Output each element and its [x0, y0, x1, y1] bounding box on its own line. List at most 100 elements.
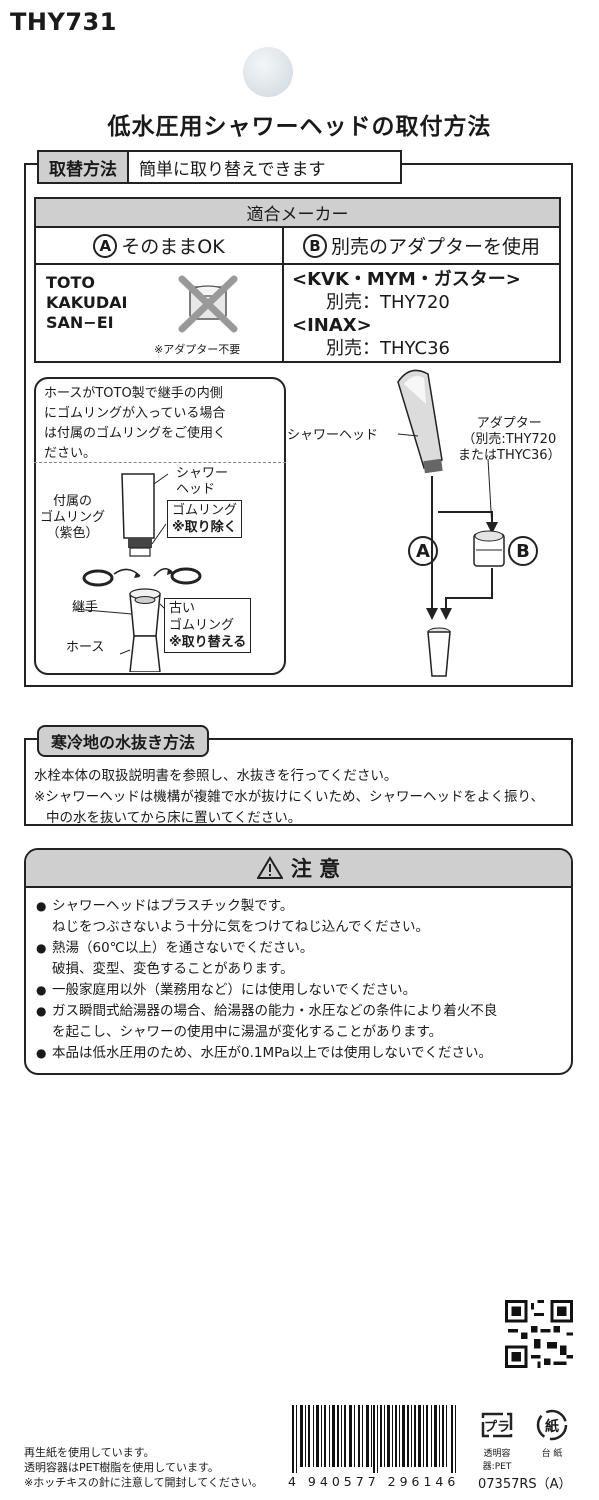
label-line: アダプター	[476, 416, 542, 431]
col-b-body: <KVK・MYM・ガスター> 別売：THY720 <INAX> 別売：THYC3…	[284, 265, 559, 361]
shower-pipe-ring	[128, 538, 152, 548]
adapter-label: アダプター （別売:THY720 またはTHYC36）	[458, 416, 561, 464]
paper-mark-text: 紙	[545, 1419, 559, 1435]
label-line: （別売:THY720	[462, 432, 557, 447]
makers-b-2: <INAX>	[292, 315, 372, 336]
label-line: シャワー	[176, 466, 229, 481]
rubber-ring-diagram	[73, 473, 202, 672]
instruction-line: ホースがTOTO製で継手の内側	[44, 386, 223, 401]
footer-line: 再生紙を使用しています。	[24, 1446, 155, 1459]
page-title: 低水圧用シャワーヘッドの取付方法	[107, 114, 492, 140]
plastic-mark-text: プラ	[483, 1420, 510, 1435]
caution-line: ねじをつぶさないよう十分に気をつけてねじ込んでください。	[52, 919, 430, 935]
warning-icon	[256, 856, 283, 879]
label-line: ヘッド	[176, 482, 216, 497]
plastic-label: 透明容器:PET	[482, 1449, 512, 1472]
paper-recycle-icon	[536, 1409, 568, 1441]
caution-line: を起こし、シャワーの使用中に湯温が変化することがあります。	[52, 1024, 443, 1040]
col-a-header: A そのままOK	[36, 228, 284, 263]
footer-line: ※ホッチキスの針に注意して開封してください。	[24, 1476, 263, 1489]
caution-section: 注 意 シャワーヘッドはプラスチック製です。 ねじをつぶさないよう十分に気をつけ…	[24, 848, 573, 1075]
hang-hole	[243, 47, 293, 97]
joint-label: 継手	[72, 600, 99, 615]
drain-tab: 寒冷地の水抜き方法	[37, 725, 210, 757]
qr-code	[505, 1300, 573, 1368]
caution-item: シャワーヘッドはプラスチック製です。 ねじをつぶさないよう十分に気をつけてねじ込…	[36, 896, 571, 938]
caution-line: シャワーヘッドはプラスチック製です。	[52, 898, 294, 914]
caution-line: ガス瞬間式給湯器の場合、給湯器の能力・水圧などの条件により着火不良	[52, 1003, 498, 1019]
label-line: ※取り除く	[172, 520, 237, 535]
caution-item: ガス瞬間式給湯器の場合、給湯器の能力・水圧などの条件により着火不良 を起こし、シ…	[36, 1001, 571, 1043]
instruction-line: にゴムリングが入っている場合	[44, 406, 226, 421]
drain-line: 水栓本体の取扱説明書を参照し、水抜きを行ってください。	[34, 768, 398, 784]
label-line: ゴムリング	[169, 618, 235, 633]
makers-b-1-sub: 別売：THY720	[326, 292, 450, 313]
plastic-recycle-mark: プラ 透明容器:PET	[472, 1408, 522, 1472]
maker-sanei: SAN−EI	[46, 313, 114, 332]
replace-ring-label: 古い ゴムリング ※取り替える	[164, 598, 252, 653]
remove-ring-label: ゴムリング ※取り除く	[167, 500, 243, 538]
circle-a-icon: A	[93, 233, 118, 258]
label-line: ゴムリング	[172, 503, 238, 518]
drain-text: 水栓本体の取扱説明書を参照し、水抜きを行ってください。 ※シャワーヘッドは機構が…	[34, 766, 564, 829]
instruction-line: は付属のゴムリングをご使用く	[44, 426, 227, 441]
label-line: ゴムリング	[40, 510, 106, 525]
route-a-icon: A	[408, 536, 438, 566]
caution-item: 一般家庭用以外（業務用など）には使用しないでください。	[36, 980, 571, 1001]
caution-item: 熱湯（60℃以上）を通さないでください。 破損、変型、変色することがあります。	[36, 938, 571, 980]
caution-header: 注 意	[26, 850, 571, 888]
paper-recycle-mark: 紙 台 紙	[530, 1408, 574, 1459]
footer-notes: 再生紙を使用しています。 透明容器はPET樹脂を使用しています。 ※ホッチキスの…	[24, 1445, 263, 1490]
tab-label-desc: 簡単に取り替えできます	[139, 159, 326, 180]
makers-b-1: <KVK・MYM・ガスター>	[292, 269, 521, 290]
barcode	[292, 1405, 456, 1473]
maker-kakudai: KAKUDAI	[46, 293, 128, 312]
rubber-ring-instruction-text: ホースがTOTO製で継手の内側 にゴムリングが入っている場合 は付属のゴムリング…	[44, 384, 276, 464]
label-line: またはTHYC36）	[458, 448, 561, 463]
compatibility-table: 適合メーカー A そのままOK B 別売のアダプターを使用 TOTO KAKUD…	[34, 197, 561, 363]
product-code: 07357RS（A）	[478, 1477, 572, 1492]
tab-label-method: 取替方法	[39, 152, 129, 182]
col-b-header: B 別売のアダプターを使用	[284, 228, 559, 263]
label-line: ※取り替える	[169, 635, 247, 650]
caution-title: 注 意	[290, 857, 341, 881]
drain-line: 中の水を抜いてから床に置いてください。	[46, 810, 302, 826]
maker-toto: TOTO	[46, 273, 96, 292]
caution-line: 破損、変型、変色することがあります。	[52, 961, 294, 977]
rubber-ring-instruction-box	[34, 377, 286, 675]
route-b-icon: B	[508, 536, 538, 566]
dashed-divider	[34, 462, 286, 463]
included-ring-icon	[82, 569, 114, 587]
installation-tab: 取替方法 簡単に取り替えできます	[37, 150, 402, 184]
table-header: 適合メーカー	[36, 199, 559, 228]
drain-line: ※シャワーヘッドは機構が複雑で水が抜けにくいため、シャワーヘッドをよく振り、	[34, 789, 545, 805]
no-adapter-note: ※アダプター不要	[154, 343, 241, 356]
model-number: THY731	[10, 8, 117, 36]
caution-line: 熱湯（60℃以上）を通さないでください。	[52, 940, 314, 956]
shower-head-label: シャワー ヘッド	[176, 466, 228, 498]
old-ring-icon	[170, 567, 202, 585]
shower-head-shape	[397, 369, 443, 470]
included-ring-label: 付属の ゴムリング （紫色）	[40, 494, 105, 542]
caution-item: 本品は低水圧用のため、水圧が0.1MPa以上では使用しないでください。	[36, 1043, 571, 1064]
shower-head-label-right: シャワーヘッド	[287, 428, 379, 443]
barcode-number: 4 940577 296146	[288, 1474, 460, 1489]
col-b-label: 別売のアダプターを使用	[330, 236, 540, 258]
instruction-line: ださい。	[44, 446, 97, 461]
col-a-label: そのままOK	[121, 236, 225, 258]
shower-pipe-shape	[121, 473, 155, 539]
no-adapter-icon	[178, 275, 238, 333]
col-a-body: TOTO KAKUDAI SAN−EI ※アダプター不要	[36, 265, 284, 361]
label-line: （紫色）	[46, 526, 99, 541]
label-line: 古い	[169, 601, 196, 616]
plastic-recycle-icon	[481, 1412, 513, 1438]
makers-b-2-sub: 別売：THYC36	[326, 338, 451, 359]
paper-label: 台 紙	[541, 1449, 563, 1459]
label-line: 付属の	[53, 494, 93, 509]
installation-diagram	[397, 369, 505, 677]
circle-b-icon: B	[302, 233, 327, 258]
hose-label: ホース	[66, 640, 105, 655]
footer-line: 透明容器はPET樹脂を使用しています。	[24, 1461, 219, 1474]
hose-end-shape	[427, 631, 451, 677]
caution-line: 本品は低水圧用のため、水圧が0.1MPa以上では使用しないでください。	[52, 1045, 493, 1061]
